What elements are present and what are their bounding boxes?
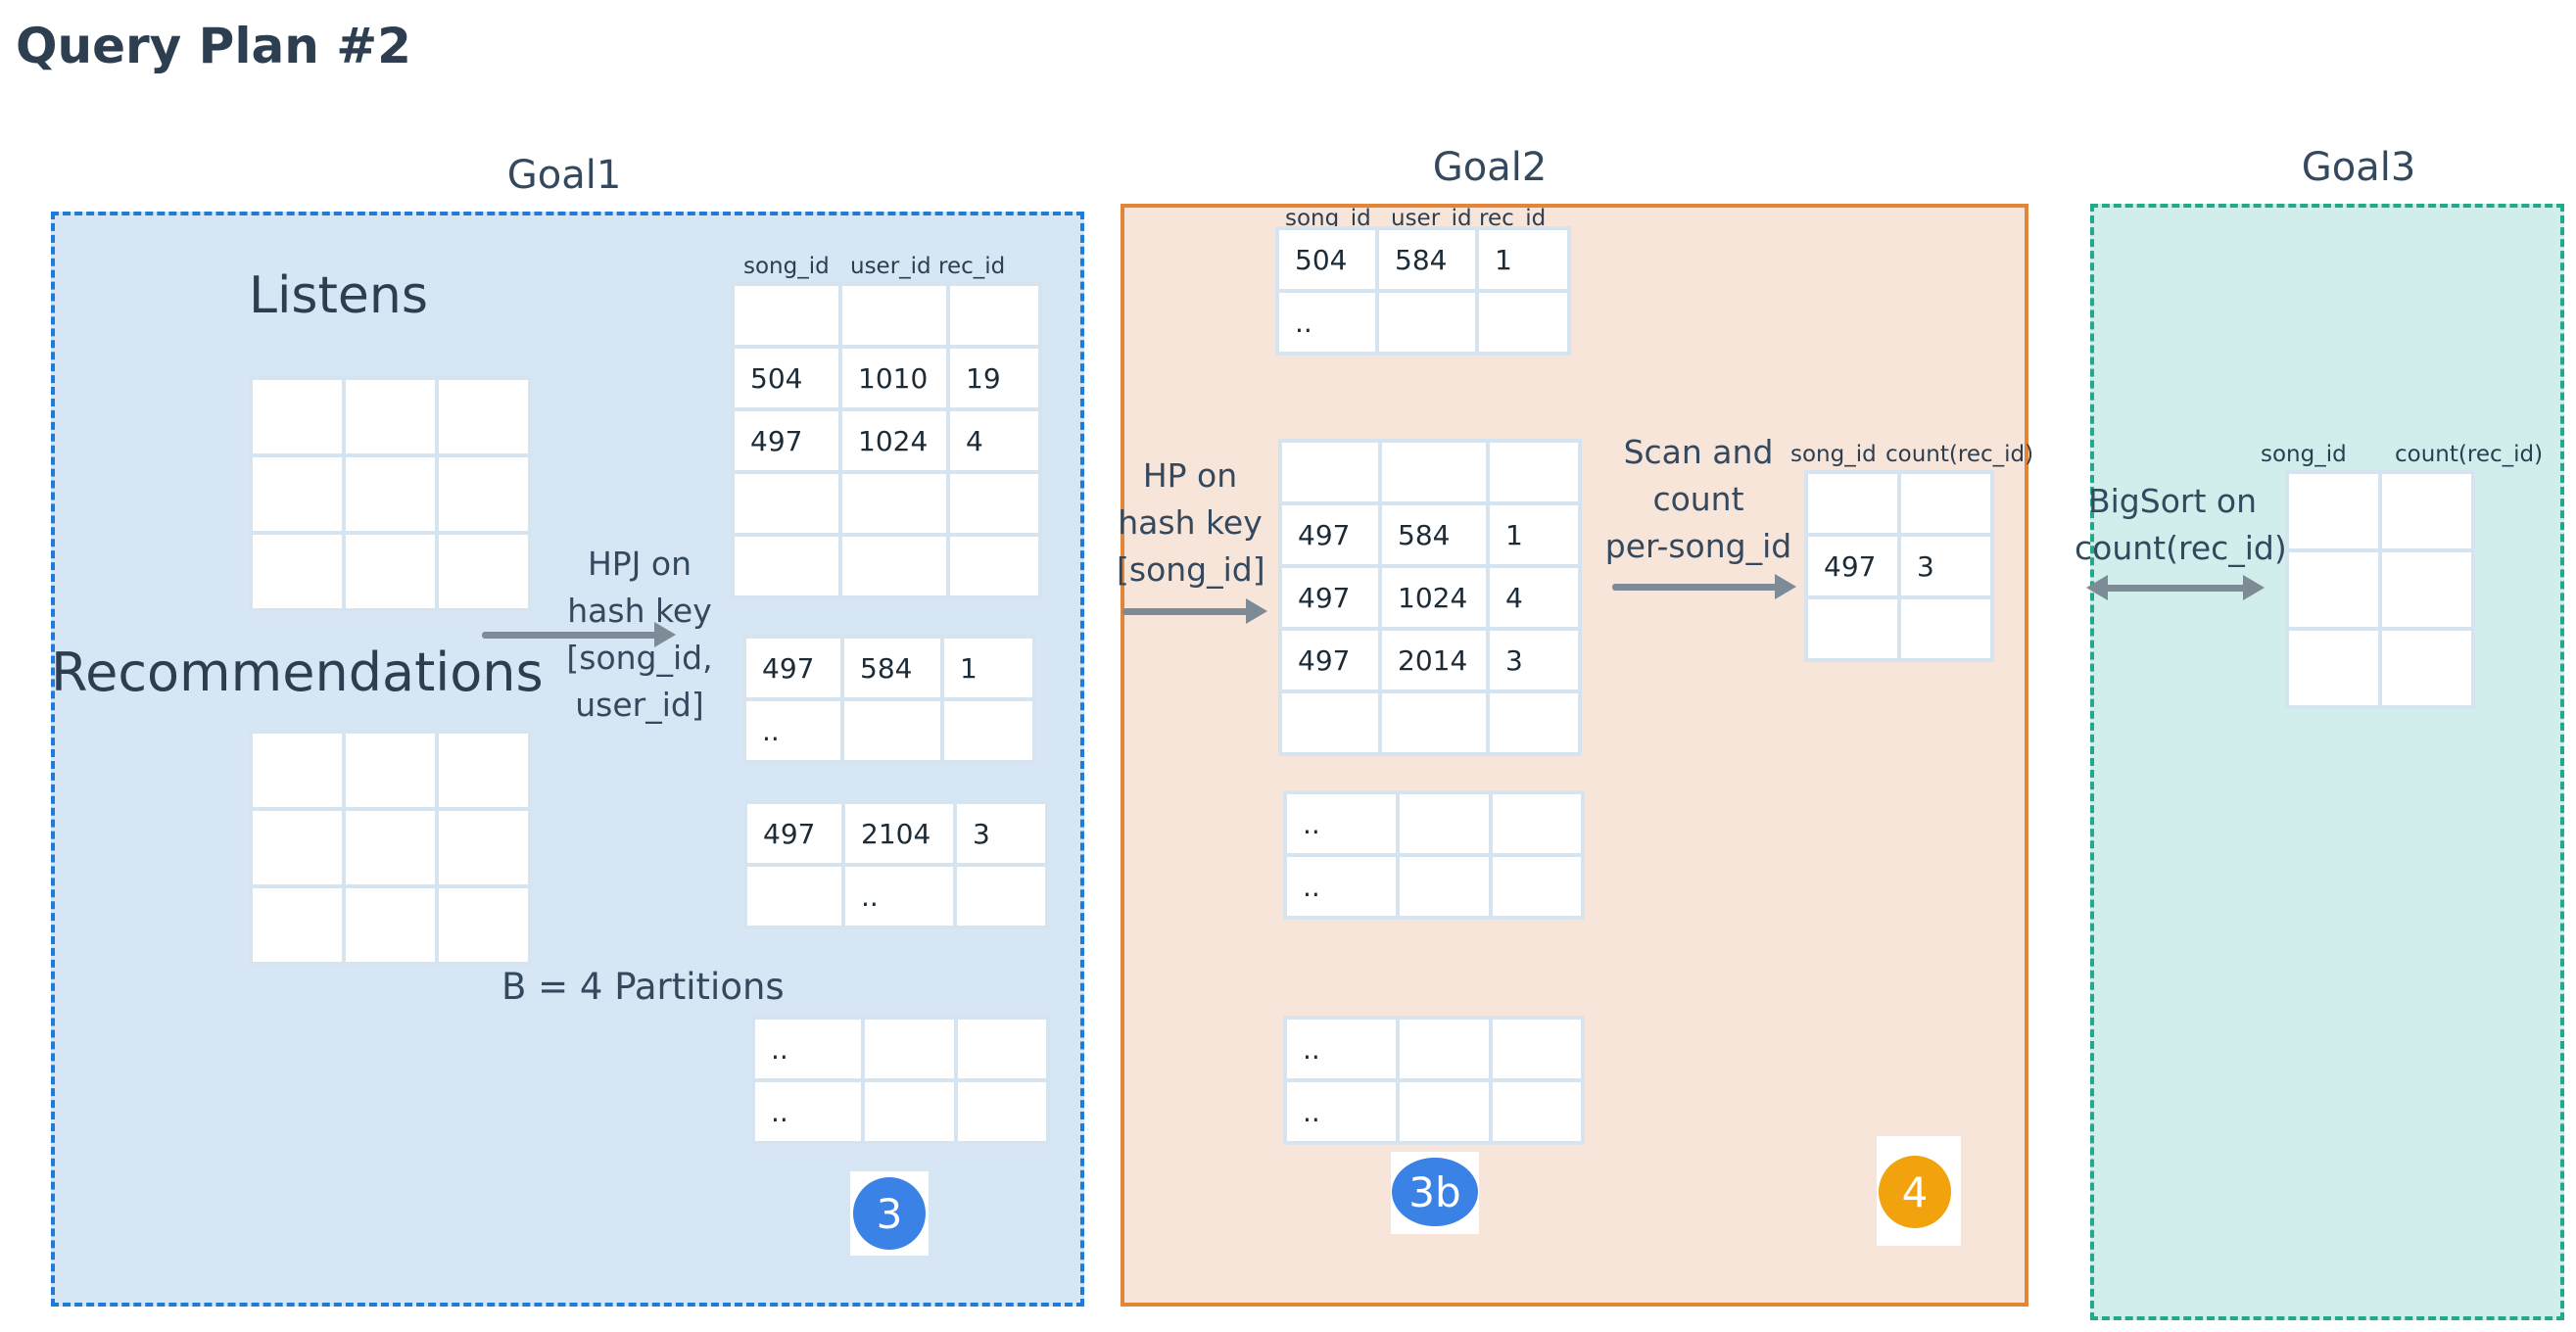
goal3-panel — [2090, 204, 2564, 1320]
col-header-song-id: song_id — [1790, 442, 1877, 467]
table-row — [1804, 470, 1994, 537]
table-row — [731, 533, 1042, 599]
step-badge-4: 4 — [1879, 1156, 1951, 1228]
goal2-label: Goal2 — [1432, 145, 1548, 190]
recommendations-table — [249, 730, 532, 966]
table-row: .. — [751, 1016, 1050, 1082]
col-header-song-id: song_id — [2261, 442, 2347, 467]
table-row: .. — [1283, 853, 1585, 920]
listens-label: Listens — [249, 266, 428, 325]
step-badge-3: 3 — [853, 1177, 926, 1250]
hpj-note: HPJ on hash key [song_id, user_id] — [566, 545, 713, 724]
table-row — [1278, 690, 1582, 756]
goal2-partition-c: .. .. — [1283, 790, 1585, 920]
table-row: .. — [1283, 1078, 1585, 1145]
col-header-song-id: song_id — [743, 254, 830, 279]
table-row — [2285, 548, 2475, 631]
table-row: .. — [743, 863, 1049, 929]
listens-table — [249, 376, 532, 612]
table-row — [1278, 439, 1582, 505]
table-row: .. — [751, 1078, 1050, 1145]
table-row: .. — [1275, 289, 1571, 356]
col-header-user-id: user_id — [850, 254, 931, 279]
goal3-sorted-table — [2285, 470, 2475, 709]
table-row: .. — [1283, 1016, 1585, 1082]
goal1-label: Goal1 — [506, 153, 622, 198]
table-row: .. — [742, 697, 1036, 764]
bigsort-note: BigSort on count(rec_id) — [2075, 482, 2287, 567]
page-title: Query Plan #2 — [16, 18, 411, 74]
goal3-label: Goal3 — [2301, 145, 2416, 190]
hp-note: HP on hash key [song_id] — [1117, 456, 1265, 589]
table-row: .. — [1283, 790, 1585, 857]
partitions-label: B = 4 Partitions — [501, 966, 785, 1008]
col-header-count-rec-id: count(rec_id) — [1885, 442, 2034, 467]
bigsort-arrow — [2086, 575, 2265, 600]
scan-count-note: Scan and count per-song_id — [1604, 433, 1792, 565]
col-header-count-rec-id: count(rec_id) — [2395, 442, 2544, 467]
goal2-partition-d: .. .. — [1283, 1016, 1585, 1145]
step-badge-3b: 3b — [1392, 1158, 1478, 1226]
hpj-arrow — [482, 622, 676, 647]
scan-count-arrow — [1612, 574, 1796, 599]
table-row — [1804, 595, 1994, 662]
table-row — [731, 282, 1042, 349]
table-row — [2285, 470, 2475, 552]
table-row — [731, 470, 1042, 537]
goal1-partition-4: .. .. — [751, 1016, 1050, 1145]
hp-arrow — [1122, 598, 1267, 624]
recommendations-label: Recommendations — [51, 642, 544, 703]
col-header-rec-id: rec_id — [938, 254, 1006, 279]
table-row — [2285, 627, 2475, 709]
